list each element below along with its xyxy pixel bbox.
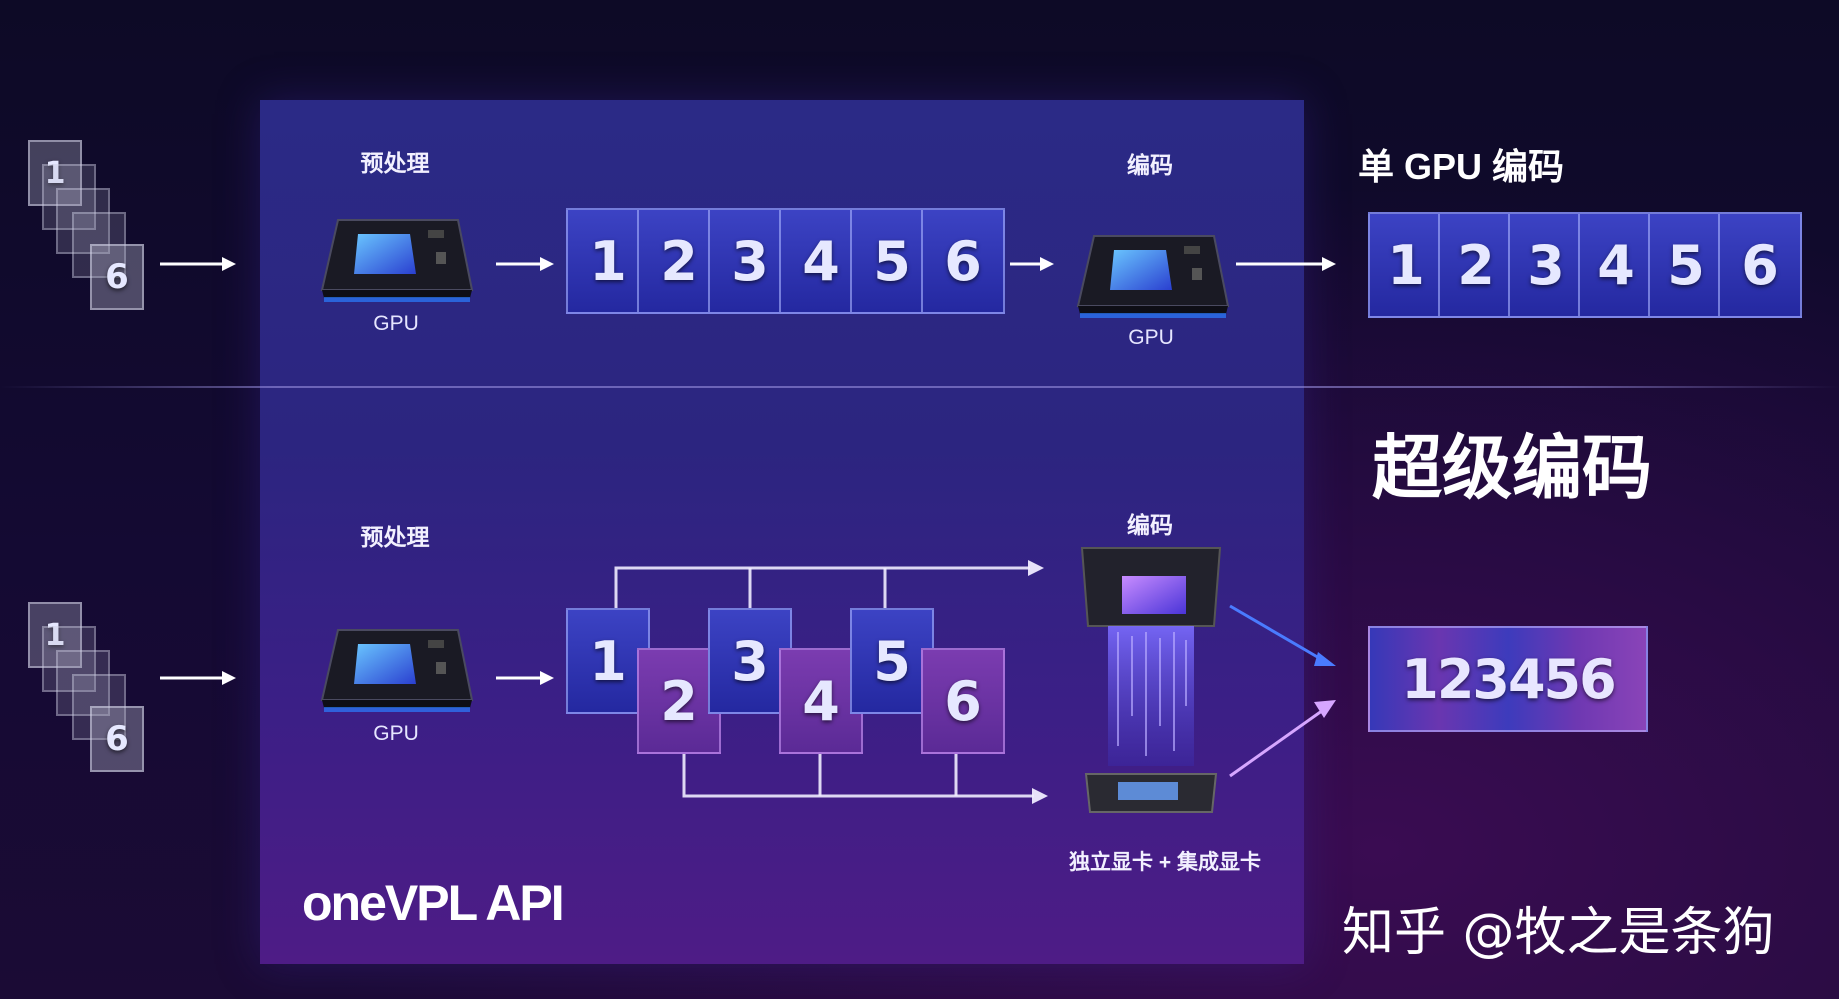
frame-tile: 5 — [850, 208, 934, 314]
gpu-chip-icon — [1076, 235, 1230, 318]
arrow-icon — [496, 671, 554, 685]
arrow-icon — [160, 671, 236, 685]
dgpu-igpu-tower-icon — [1080, 547, 1222, 813]
gpu-label-top-left: GPU — [373, 312, 419, 335]
output-frame-tile: 1 — [1368, 212, 1444, 318]
preprocess-label-bottom: 预处理 — [360, 524, 430, 550]
frame-tile: 4 — [779, 648, 863, 754]
frame-tile: 6 — [921, 648, 1005, 754]
arrow-icon — [1236, 257, 1336, 271]
stack-frame-last: 6 — [90, 244, 144, 310]
row-divider — [0, 386, 1839, 388]
input-frame-stack-top: 1 6 — [28, 140, 148, 315]
stack-frame — [42, 626, 96, 692]
onevpl-api-label: oneVPL API — [302, 875, 565, 931]
stack-frame — [42, 164, 96, 230]
output-frame-tile: 2 — [1438, 212, 1514, 318]
stack-frame-first: 1 — [28, 140, 82, 206]
preprocess-label-top: 预处理 — [360, 150, 430, 176]
output-frame-tile: 3 — [1508, 212, 1584, 318]
gpu-label-bottom: GPU — [373, 722, 419, 745]
encode-label-bottom: 编码 — [1127, 512, 1173, 538]
device-label: 独立显卡 + 集成显卡 — [1069, 851, 1261, 874]
single-gpu-encode-title: 单 GPU 编码 — [1358, 146, 1565, 187]
frame-tile: 2 — [637, 648, 721, 754]
frame-tile: 2 — [637, 208, 721, 314]
merge-arrows-icon — [1229, 604, 1336, 778]
frame-tile: 6 — [921, 208, 1005, 314]
arrow-icon — [496, 257, 554, 271]
gpu-chip-icon — [320, 219, 474, 302]
gpu-label-top-right: GPU — [1128, 326, 1174, 349]
input-frame-stack-bottom: 1 6 — [28, 602, 148, 777]
stack-frame — [56, 188, 110, 254]
arrow-icon — [1010, 257, 1054, 271]
super-encode-title: 超级编码 — [1372, 429, 1652, 507]
encode-label-top: 编码 — [1127, 152, 1173, 178]
merged-output-digits: 123456 — [1401, 647, 1616, 711]
gpu-chip-icon — [320, 629, 474, 712]
stack-frame-first: 1 — [28, 602, 82, 668]
stack-frame-last: 6 — [90, 706, 144, 772]
merged-output-frames: 123456 — [1368, 626, 1648, 732]
frame-tile: 5 — [850, 608, 934, 714]
output-frame-tile: 6 — [1718, 212, 1802, 318]
output-frame-tile: 5 — [1648, 212, 1724, 318]
watermark: 知乎 @牧之是条狗 — [1342, 903, 1775, 963]
output-frame-tile: 4 — [1578, 212, 1654, 318]
stack-frame — [56, 650, 110, 716]
arrow-icon — [160, 257, 236, 271]
